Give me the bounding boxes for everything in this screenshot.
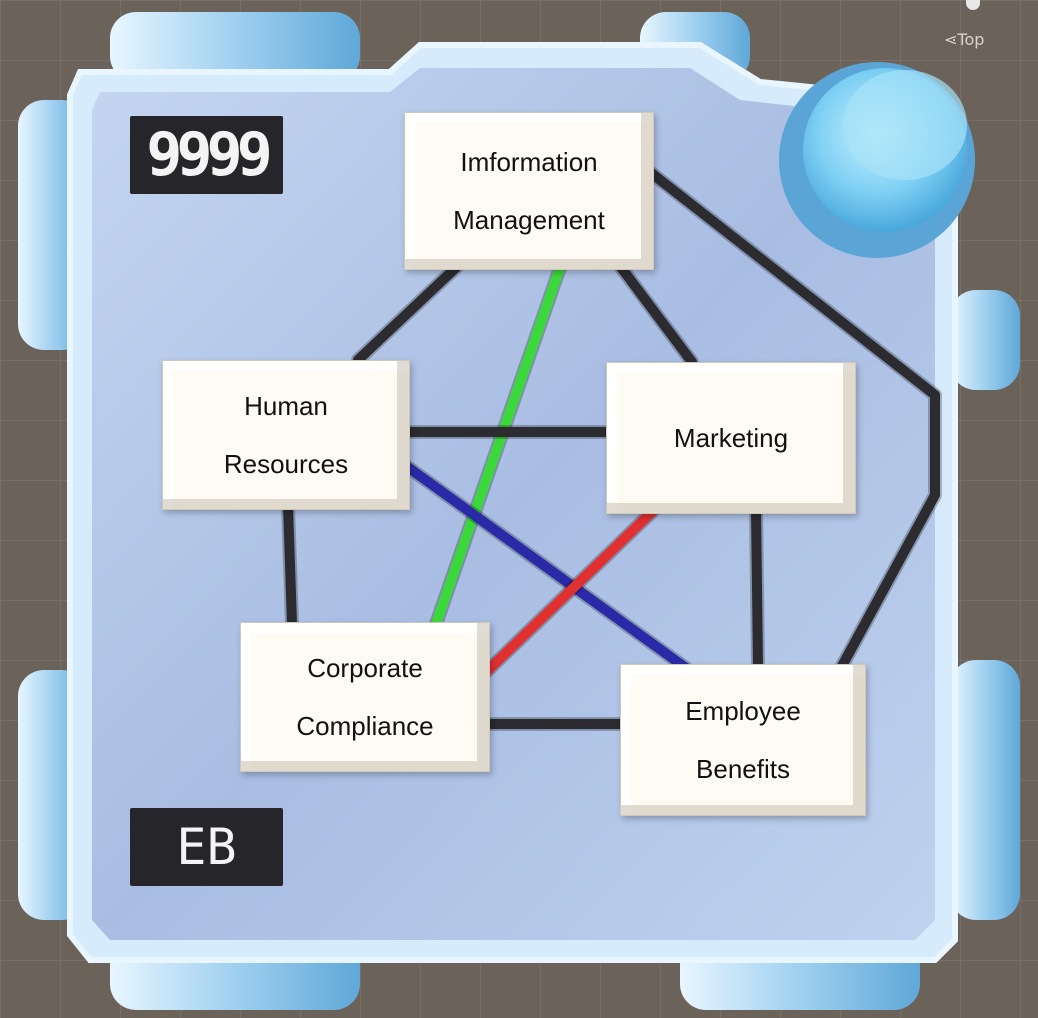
connection-wires <box>281 165 942 731</box>
wire-mk-cc[interactable] <box>477 503 661 681</box>
wire-hr-eb[interactable] <box>393 455 691 673</box>
department-label-line: Imformation <box>460 147 598 177</box>
player-code-value: EB <box>176 818 237 876</box>
department-label-line: Management <box>453 205 605 235</box>
score-counter-display: 9999 <box>130 116 283 194</box>
wire-im-mk[interactable] <box>609 253 697 367</box>
department-label-line: Human <box>244 391 328 421</box>
wire-im-eb[interactable] <box>645 167 940 671</box>
wire-im-cc[interactable] <box>431 257 567 629</box>
wire-hr-cc[interactable] <box>283 501 297 629</box>
view-gizmo-cone-icon[interactable] <box>966 0 980 10</box>
department-label-line: Resources <box>223 449 349 479</box>
score-counter-value: 9999 <box>146 120 272 190</box>
department-label-line: Employee <box>685 696 801 726</box>
wire-mk-eb[interactable] <box>751 505 763 671</box>
department-node-mk[interactable]: Marketing <box>606 362 856 514</box>
department-label-line: Corporate <box>307 653 423 683</box>
wire-im-hr[interactable] <box>353 255 469 365</box>
view-gizmo-label[interactable]: ⋖Top <box>944 30 985 49</box>
corner-knob <box>779 62 975 258</box>
department-label-line: Compliance <box>296 711 434 741</box>
player-code-display: EB <box>130 808 283 886</box>
department-label-line: Marketing <box>673 423 789 453</box>
department-label-line: Benefits <box>696 754 790 784</box>
